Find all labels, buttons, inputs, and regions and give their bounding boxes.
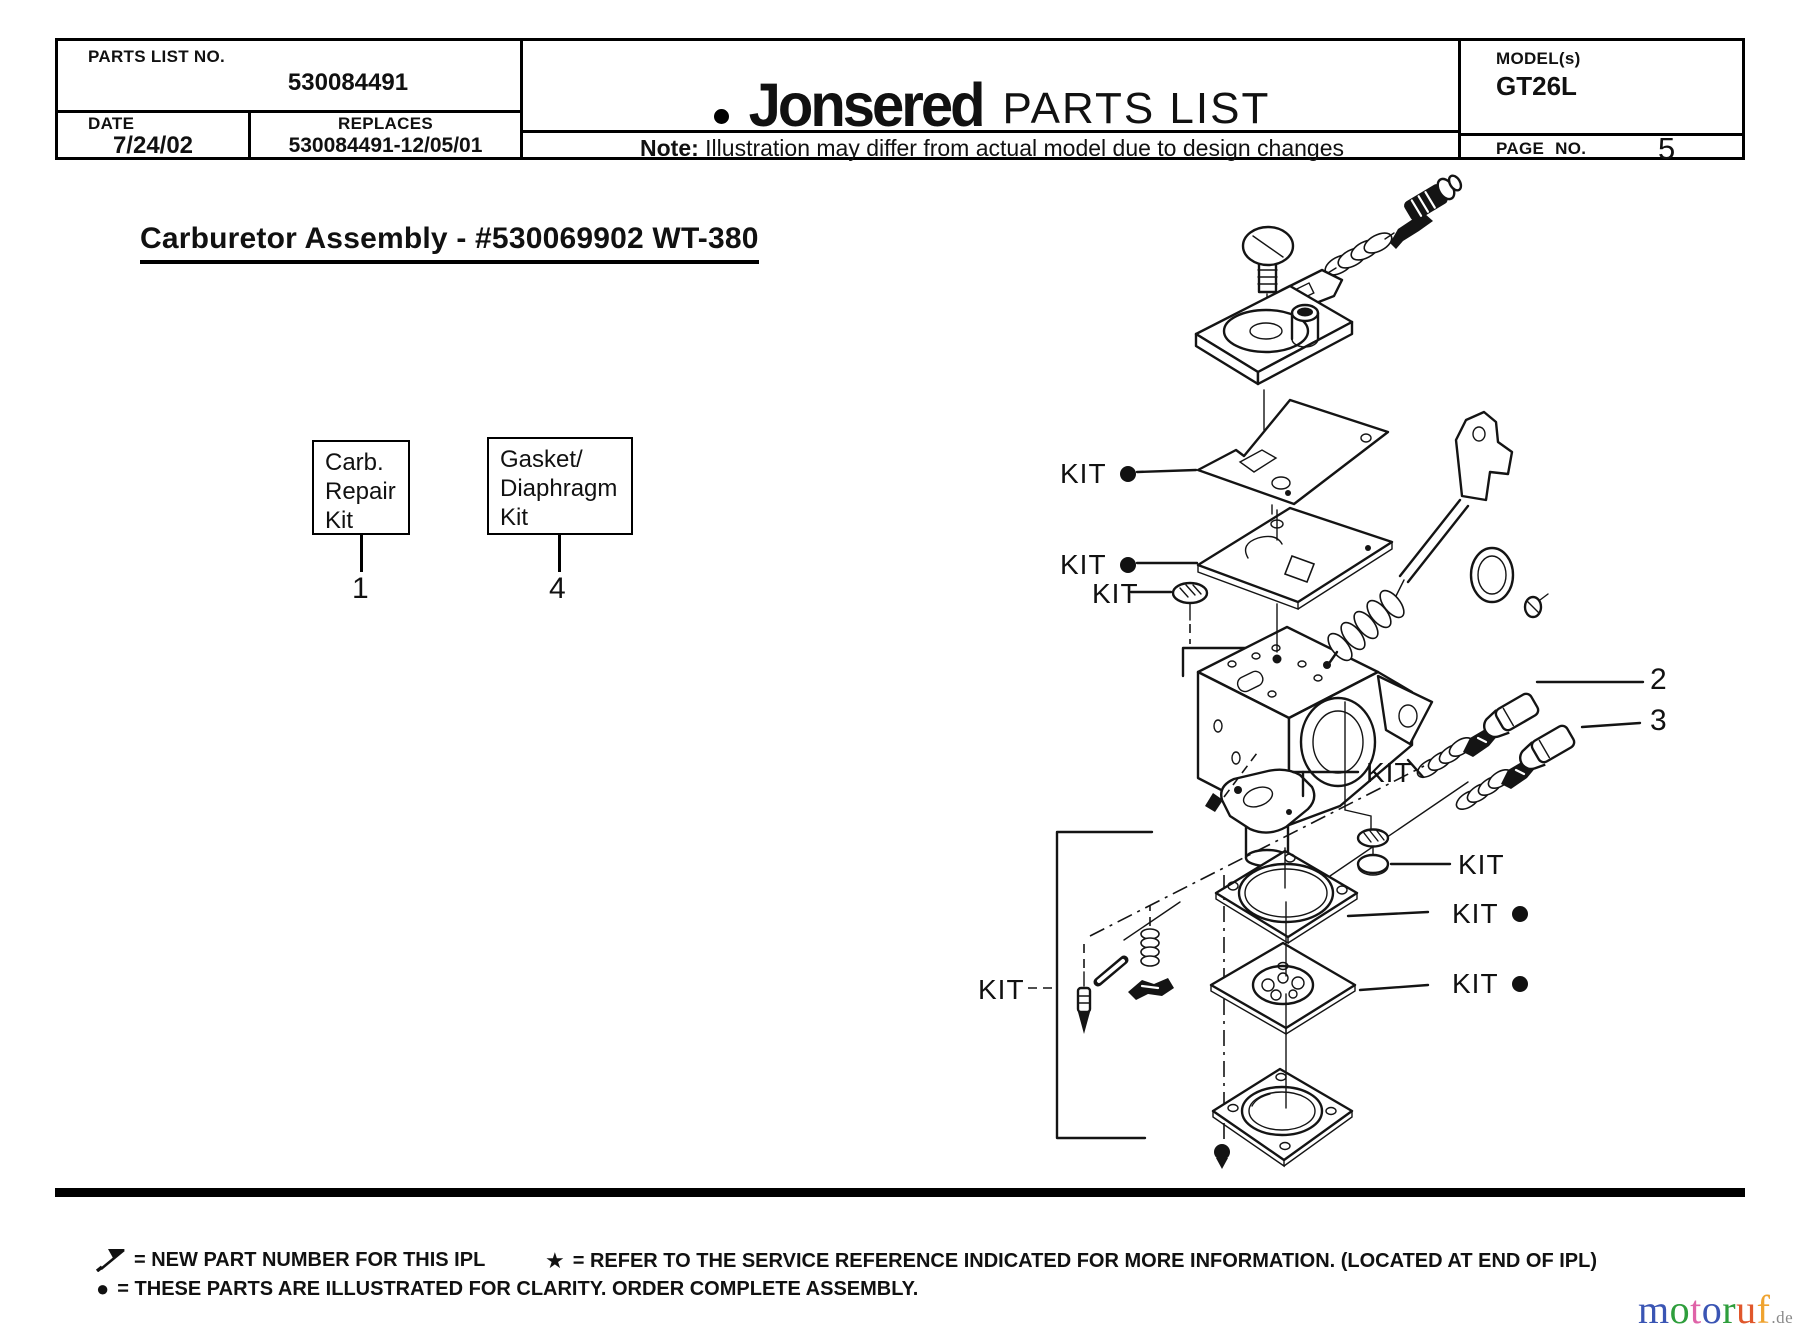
kit-text: KIT (1060, 458, 1107, 489)
model-value: GT26L (1496, 71, 1577, 101)
page-title: Carburetor Assembly - #530069902 WT-380 (140, 222, 759, 264)
header-table: PARTS LIST NO. 530084491 DATE 7/24/02 RE… (55, 38, 1745, 166)
inlet-needle-group-drawing (1076, 901, 1181, 1034)
watermark-letter: u (1736, 1287, 1757, 1330)
pump-cover-drawing (1194, 284, 1354, 431)
star-icon: ★ (545, 1248, 565, 1273)
part-ref-2: 2 (1650, 663, 1667, 696)
kit-label-bracket: KIT (978, 974, 1025, 1006)
legend-service-ref: ★ = REFER TO THE SERVICE REFERENCE INDIC… (545, 1248, 1597, 1274)
kit-bullet-icon (1119, 557, 1136, 573)
bullet-icon: ● (96, 1276, 110, 1301)
kit-bullet-icon (1511, 976, 1528, 992)
kit-bullet-icon (1511, 906, 1528, 922)
kit-text: KIT (1060, 549, 1107, 580)
header-divider (248, 110, 251, 157)
kit-text: KIT (1366, 757, 1413, 788)
carburetor-body-drawing (1196, 603, 1434, 868)
date-label: DATE (88, 114, 135, 133)
header-divider (58, 110, 520, 113)
replaces-value: 530084491-12/05/01 (288, 134, 483, 157)
watermark-letter: o (1701, 1287, 1723, 1330)
header-divider (1461, 133, 1745, 136)
kit-label-metering-diaphragm: KIT (1452, 968, 1528, 1000)
axis-lines (1284, 847, 1287, 1109)
metering-gasket-drawing (1214, 849, 1430, 945)
kit-text: KIT (978, 974, 1025, 1005)
watermark-letter: t (1690, 1287, 1702, 1330)
legend-new-part-text: = NEW PART NUMBER FOR THIS IPL (134, 1248, 486, 1271)
brand-row: Jonsered PARTS LIST (523, 57, 1461, 140)
model-label: MODEL(s) (1496, 49, 1581, 68)
parts-list-no-value: 530084491 (287, 69, 409, 96)
throttle-shaft-drawing (1323, 410, 1549, 669)
leader-lines (1129, 468, 1199, 594)
note-label: Note: (640, 135, 699, 161)
part-ref-4: 4 (549, 572, 566, 605)
bottom-cover-drawing (1211, 1067, 1354, 1169)
kit-label-pump-gasket: KIT (1060, 458, 1136, 490)
kit-text: KIT (1452, 968, 1499, 999)
kit-text: KIT (1452, 898, 1499, 929)
header-divider (1458, 41, 1461, 157)
legend-service-ref-text: = REFER TO THE SERVICE REFERENCE INDICAT… (572, 1249, 1598, 1272)
watermark-letter: m (1638, 1287, 1670, 1330)
note-text: Illustration may differ from actual mode… (705, 135, 1344, 161)
construction-lines (1089, 758, 1469, 1142)
circuit-plate-cap-drawing (1344, 701, 1452, 876)
gasket-diaphragm-kit-box: Gasket/ Diaphragm Kit (487, 437, 633, 535)
kit-label-pump-diaphragm: KIT (1060, 549, 1136, 581)
kit-label-center: KIT (1366, 757, 1413, 789)
new-part-symbol-icon (96, 1248, 125, 1272)
note-row: Note: Illustration may differ from actua… (523, 135, 1461, 162)
kit-bracket (1028, 830, 1154, 1140)
watermark-letter: o (1669, 1287, 1691, 1330)
header-divider (523, 130, 1458, 133)
kit-label-cap: KIT (1458, 849, 1505, 881)
page-label: PAGE NO. (1496, 139, 1587, 158)
legend-clarity: ● = THESE PARTS ARE ILLUSTRATED FOR CLAR… (96, 1276, 918, 1302)
footer-rule (55, 1188, 1745, 1197)
carb-repair-kit-connector (360, 535, 363, 572)
part-ref-1: 1 (352, 572, 369, 605)
watermark-suffix: .de (1771, 1308, 1794, 1327)
date-value: 7/24/02 (112, 132, 194, 159)
parts-list-no-label: PARTS LIST NO. (88, 47, 226, 66)
replaces-label: REPLACES (338, 114, 433, 133)
watermark-letter: f (1756, 1287, 1771, 1330)
part-ref-3: 3 (1650, 704, 1667, 737)
kit-bullet-icon (1119, 466, 1136, 482)
doc-type: PARTS LIST (1002, 84, 1271, 133)
metering-diaphragm-drawing (1209, 941, 1430, 1036)
brand-dot-icon (713, 109, 729, 124)
kit-text: KIT (1458, 849, 1505, 880)
kit-text: KIT (1092, 578, 1139, 609)
legend-new-part: = NEW PART NUMBER FOR THIS IPL (96, 1248, 485, 1272)
brand-logo: Jonsered (748, 71, 986, 140)
pump-diaphragm-drawing (1196, 506, 1394, 611)
kit-label-metering-gasket: KIT (1452, 898, 1528, 930)
carb-repair-kit-box: Carb. Repair Kit (312, 440, 410, 535)
kit-label-welch-plug: KIT (1092, 578, 1139, 610)
pump-gasket-drawing (1196, 398, 1390, 515)
header-divider (520, 41, 523, 157)
page-value: 5 (1658, 131, 1676, 166)
watermark: m o t o r u f .de (1638, 1286, 1793, 1330)
gasket-diaphragm-kit-connector (558, 535, 561, 572)
needle-valve-2-drawing (1416, 680, 1645, 778)
top-needle-spring-drawing (1304, 174, 1463, 288)
legend-clarity-text: = THESE PARTS ARE ILLUSTRATED FOR CLARIT… (117, 1277, 919, 1300)
needle-valve-3-drawing (1455, 721, 1642, 810)
watermark-letter: r (1722, 1287, 1737, 1330)
